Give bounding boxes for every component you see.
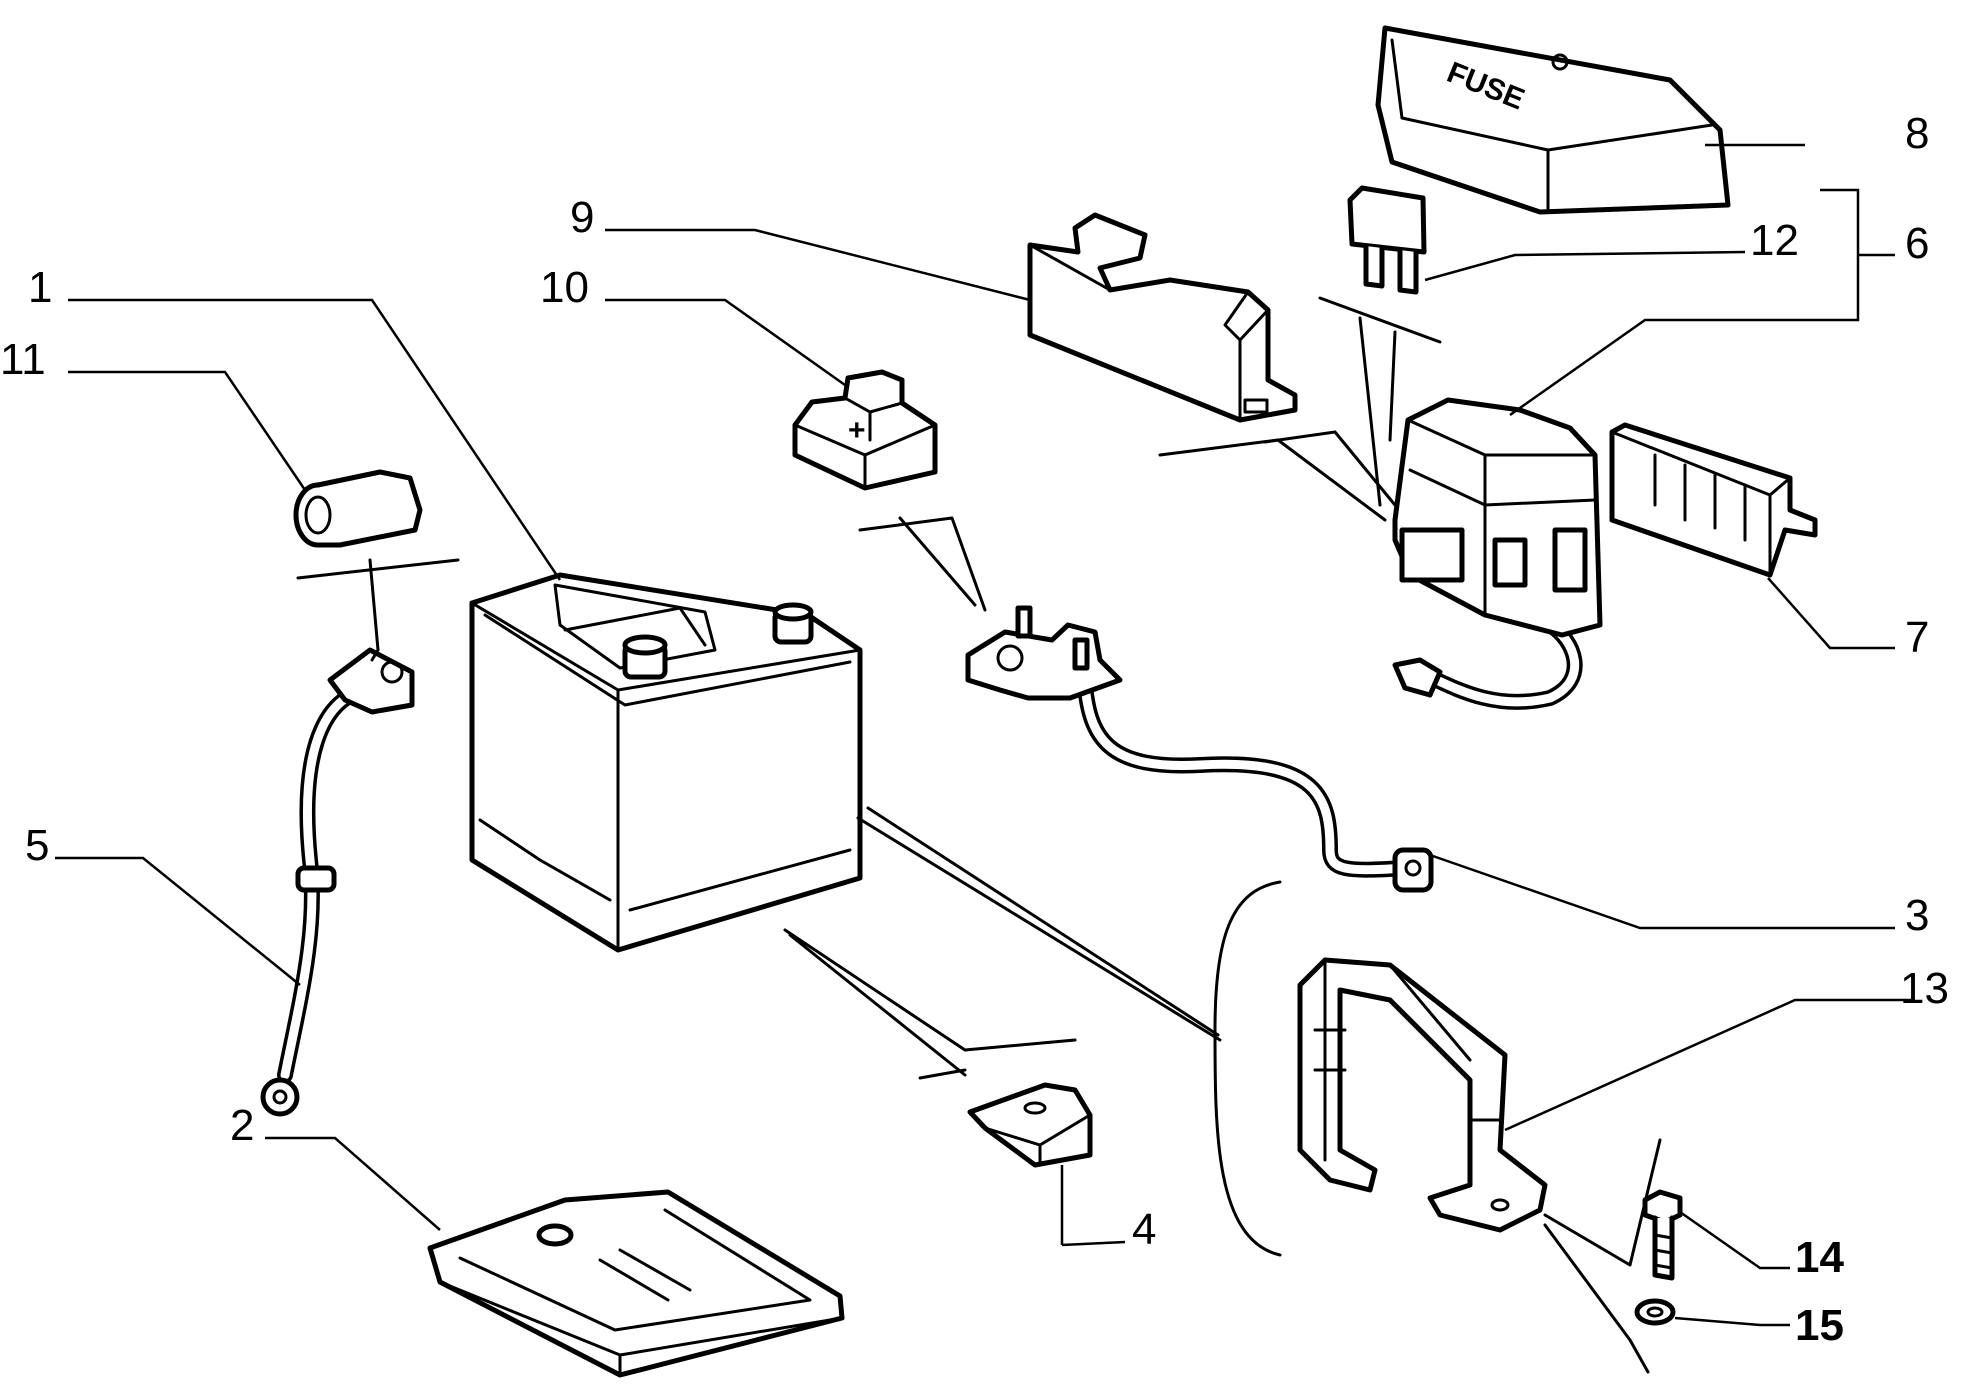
callout-11: 11	[0, 335, 46, 384]
callout-1: 1	[28, 263, 52, 312]
part-fuse-box-cover: FUSE	[1375, 25, 1731, 215]
part-terminal-boot	[293, 469, 423, 548]
part-bolt	[1642, 1189, 1683, 1281]
part-battery-frame	[1297, 957, 1548, 1233]
callout-13: 13	[1900, 964, 1949, 1013]
part-hold-down-clamp	[967, 1082, 1093, 1168]
callout-2: 2	[230, 1101, 254, 1150]
callout-12: 12	[1750, 216, 1799, 265]
callout-4: 4	[1132, 1205, 1156, 1254]
assembly-guide-lines	[296, 296, 1662, 1374]
part-fuse-box-bracket	[1027, 212, 1298, 423]
callout-8: 8	[1905, 109, 1929, 158]
callout-3: 3	[1905, 891, 1929, 940]
callout-7: 7	[1905, 613, 1929, 662]
part-battery	[469, 572, 863, 953]
part-ground-cable	[260, 647, 415, 1117]
terminal-cover-plus: +	[848, 414, 866, 447]
part-terminal-cover: +	[792, 369, 938, 491]
callout-14: 14	[1795, 1233, 1844, 1282]
part-positive-cable	[965, 605, 1434, 893]
callout-15: 15	[1795, 1301, 1844, 1350]
callout-9: 9	[570, 193, 594, 242]
callout-6: 6	[1905, 219, 1929, 268]
part-relay-cover	[1609, 422, 1818, 578]
part-fuse-box	[1392, 397, 1603, 710]
callout-5: 5	[25, 821, 49, 870]
part-battery-tray	[427, 1189, 845, 1378]
callout-labels: 1 2 3 4 5 6 7 8 9 10 11 12 13 14 15	[0, 109, 1949, 1350]
part-blade-fuse	[1347, 185, 1427, 295]
callout-10: 10	[540, 263, 589, 312]
leader-lines	[55, 143, 1915, 1327]
part-washer	[1634, 1298, 1676, 1326]
